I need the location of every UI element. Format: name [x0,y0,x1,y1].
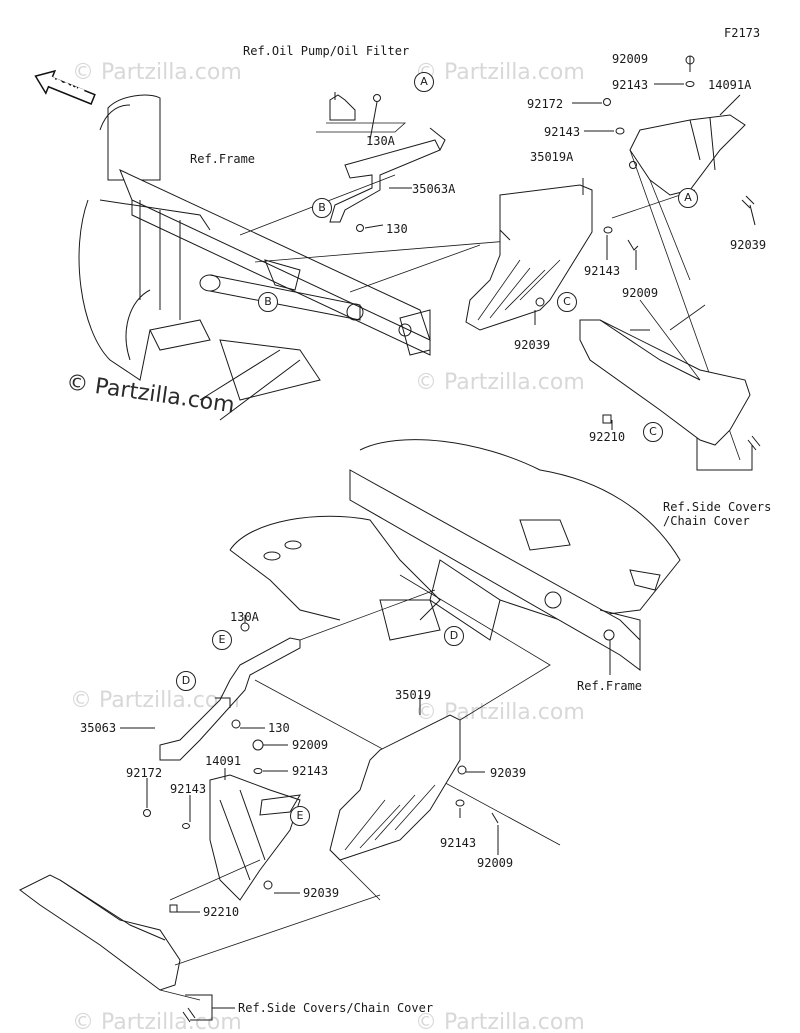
ref-oil-pump-label: Ref.Oil Pump/Oil Filter [243,44,410,58]
callout-E: E [290,806,310,826]
part-92143-bottom-b: 92143 [170,782,207,796]
part-92143-top-c: 92143 [584,264,621,278]
part-92009-bottom-b: 92009 [477,856,514,870]
callout-D: D [444,626,464,646]
ref-side-covers-bottom: Ref.Side Covers/Chain Cover [238,1001,434,1015]
part-92210-top: 92210 [589,430,626,444]
part-35019A: 35019A [530,150,574,164]
part-130-top: 130 [386,222,408,236]
front-arrow-icon [34,69,96,105]
ref-side-covers-top: Ref.Side Covers /Chain Cover [663,500,772,528]
watermark: © Partzilla.com [415,1010,585,1033]
part-92143-bottom-a: 92143 [292,764,329,778]
part-92210-bottom: 92210 [203,905,240,919]
callout-C: C [643,422,663,442]
watermark: © Partzilla.com [415,370,585,395]
part-35063: 35063 [80,721,117,735]
callout-B: B [312,198,332,218]
callout-B: B [258,292,278,312]
ref-frame-label-top: Ref.Frame [190,152,256,166]
ref-frame-label-bottom: Ref.Frame [577,679,643,693]
part-14091: 14091 [205,754,242,768]
watermark: © Partzilla.com [70,688,240,713]
callout-A: A [678,188,698,208]
callout-D: D [176,671,196,691]
part-130-bottom: 130 [268,721,290,735]
diagram-code: F2173 [724,26,761,40]
callout-E: E [212,630,232,650]
part-130A-bottom: 130A [230,610,259,624]
part-92143-top-a: 92143 [612,78,649,92]
part-92143-bottom-c: 92143 [440,836,477,850]
part-92039-top-b: 92039 [514,338,551,352]
watermark: © Partzilla.com [415,700,585,725]
callout-C: C [557,292,577,312]
part-92172-top: 92172 [527,97,564,111]
part-130A-top: 130A [366,134,395,148]
part-92009-top-a: 92009 [612,52,649,66]
part-92039-bottom-a: 92039 [303,886,340,900]
part-92009-top-b: 92009 [622,286,659,300]
part-92009-bottom-a: 92009 [292,738,329,752]
part-92172-bottom: 92172 [126,766,163,780]
part-92143-top-b: 92143 [544,125,581,139]
part-35019: 35019 [395,688,432,702]
part-92039-bottom-b: 92039 [490,766,527,780]
watermark: © Partzilla.com [72,60,242,85]
callout-A: A [414,72,434,92]
watermark: © Partzilla.com [72,1010,242,1033]
part-14091A: 14091A [708,78,752,92]
part-92039-top-a: 92039 [730,238,767,252]
part-35063A: 35063A [412,182,456,196]
